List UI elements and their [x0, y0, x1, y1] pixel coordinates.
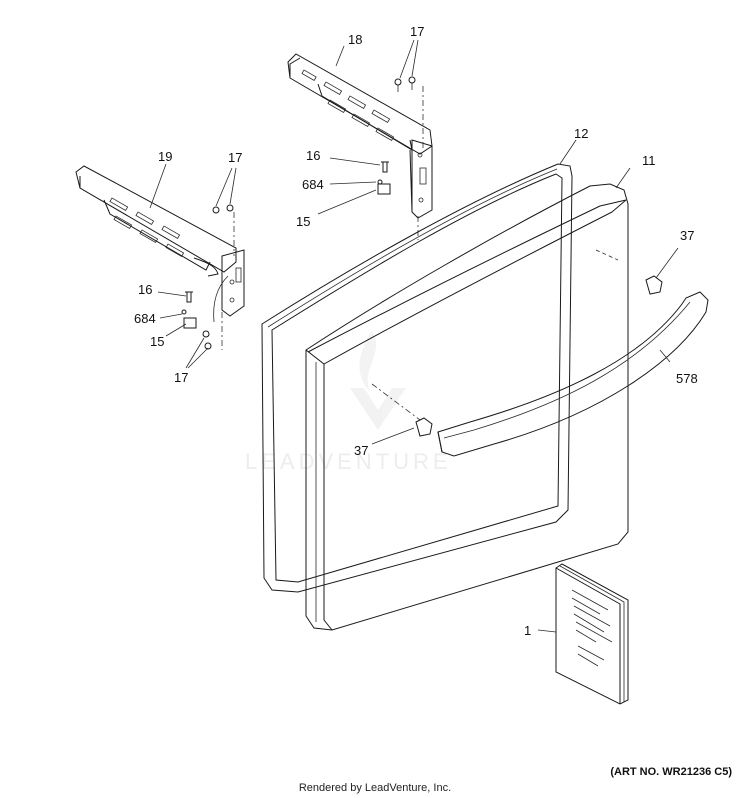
leader-lines [149, 39, 679, 633]
clip-684-left [181, 309, 187, 315]
clip-15-top [377, 183, 391, 195]
clip-684-top [377, 179, 383, 185]
callout-684-left: 684 [134, 311, 156, 326]
leadventure-watermark: LEADVENTURE [245, 449, 452, 474]
callout-15-left: 15 [150, 334, 164, 349]
screw-17-left [212, 204, 234, 214]
door-panel-11 [305, 183, 629, 631]
callout-17-left: 17 [228, 150, 242, 165]
door-handle-578 [437, 291, 709, 457]
clip-15-left [183, 317, 197, 329]
callout-17-bottom: 17 [174, 370, 188, 385]
mount-37-left [415, 417, 433, 437]
screw-16-top [381, 161, 389, 173]
mount-37-right [645, 275, 663, 295]
screw-17-bottom [202, 330, 212, 350]
callout-12: 12 [574, 126, 588, 141]
callout-18: 18 [348, 32, 362, 47]
door-gasket-12 [261, 163, 573, 593]
callout-37-right: 37 [680, 228, 694, 243]
screw-16-left [185, 291, 193, 303]
manual-booklet-1 [555, 563, 629, 705]
callout-578: 578 [676, 371, 698, 386]
callout-15-top: 15 [296, 214, 310, 229]
callout-11: 11 [642, 153, 656, 168]
callout-16-top: 16 [306, 148, 320, 163]
callout-19: 19 [158, 149, 172, 164]
hinge-bracket-18 [287, 53, 433, 240]
art-number: (ART NO. WR21236 C5) [610, 766, 732, 778]
callout-17-top: 17 [410, 24, 424, 39]
footer-credit: Rendered by LeadVenture, Inc. [298, 782, 452, 794]
callout-1: 1 [524, 623, 531, 638]
hinge-bracket-19 [75, 165, 245, 350]
callout-16-left: 16 [138, 282, 152, 297]
callout-37-left: 37 [354, 443, 368, 458]
screw-17-top [394, 76, 416, 92]
callout-684-top: 684 [302, 177, 324, 192]
